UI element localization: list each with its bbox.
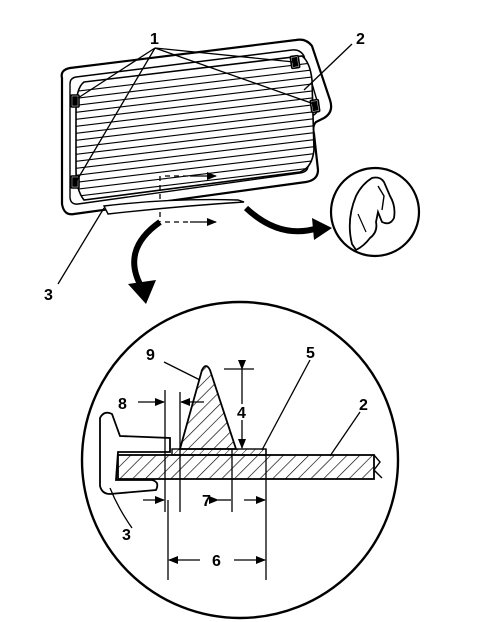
callout-5: 5 — [306, 345, 315, 362]
section-leader-lines — [109, 359, 361, 529]
callout-2: 2 — [356, 31, 365, 48]
callout-6: 6 — [212, 553, 221, 570]
callout-4: 4 — [237, 405, 246, 422]
glass-panel-overview — [57, 38, 421, 304]
callout-2-detail: 2 — [359, 397, 368, 414]
leader-lines-1 — [75, 47, 315, 183]
callout-1: 1 — [150, 31, 159, 48]
section-detail-circle — [80, 300, 400, 620]
dimension-4 — [224, 360, 254, 449]
callout-9: 9 — [146, 347, 155, 364]
detail-circle-small — [329, 166, 421, 258]
callout-labels: 1 2 3 9 5 8 4 2 7 3 6 — [44, 31, 368, 570]
reveal-moulding — [99, 411, 171, 495]
callout-7: 7 — [202, 493, 211, 510]
urethane-bead — [178, 365, 238, 450]
callout-3-top: 3 — [44, 287, 53, 304]
section-cut-marker — [159, 172, 217, 226]
dimension-6 — [167, 500, 266, 580]
glass-section — [117, 454, 375, 480]
dimension-8 — [138, 390, 204, 512]
callout-8: 8 — [118, 396, 127, 413]
dimension-7 — [143, 449, 267, 580]
callout-3-detail: 3 — [122, 527, 131, 544]
